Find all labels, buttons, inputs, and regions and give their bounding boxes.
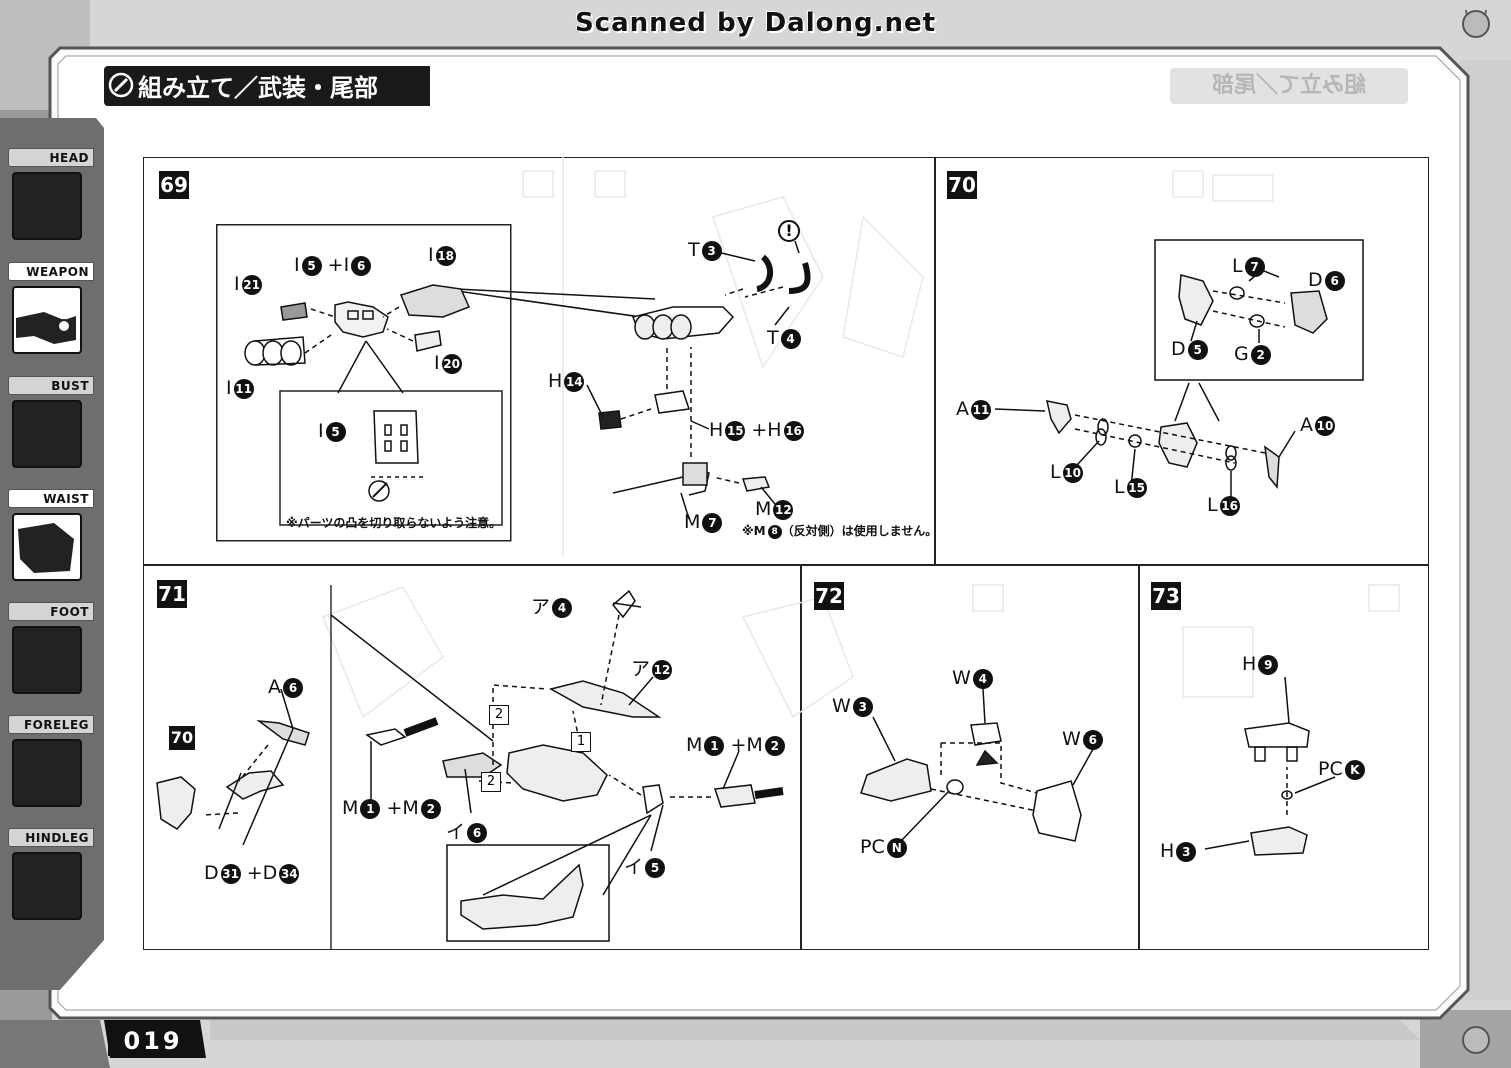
step-number-73: 73	[1151, 582, 1181, 610]
bleed-through-ghosts	[322, 157, 1400, 719]
ghost-title: 組み立て／尾部	[1170, 68, 1408, 104]
sidebar-tab-label: BUST	[8, 376, 94, 395]
sidebar-tab-label: WAIST	[8, 489, 94, 508]
hindleg-thumbnail-icon	[12, 852, 82, 920]
scan-watermark: Scanned by Dalong.net	[574, 8, 937, 38]
inset-caution-note: ※パーツの凸を切り取らないよう注意。	[286, 516, 502, 530]
step69-drawing	[244, 220, 811, 520]
page-title-bar	[104, 66, 430, 106]
waist-thumbnail-icon	[12, 513, 82, 581]
bust-thumbnail-icon	[12, 400, 82, 468]
caution-mark-icon: !	[785, 221, 793, 240]
panel-divider	[934, 157, 936, 565]
head-thumbnail-icon	[12, 172, 82, 240]
step-reference-badge: 70	[169, 726, 195, 750]
step-number-70: 70	[947, 171, 977, 199]
step70-drawing	[994, 239, 1364, 499]
step-number-71: 71	[157, 580, 187, 608]
page-number: 019	[108, 1026, 198, 1056]
weapon-thumbnail-icon	[12, 286, 82, 354]
panel-divider	[1138, 564, 1140, 950]
step-number-72: 72	[814, 582, 844, 610]
step72-drawing	[860, 688, 1094, 842]
order-mark: 2	[489, 705, 509, 725]
order-mark: 2	[481, 772, 501, 792]
order-mark: 1	[571, 732, 591, 752]
sidebar-tab-label: FORELEG	[8, 715, 94, 734]
step-number-69: 69	[159, 171, 189, 199]
step71-drawing	[156, 585, 784, 950]
foot-thumbnail-icon	[12, 626, 82, 694]
page-title: 組み立て／武装・尾部	[138, 74, 378, 102]
wrench-gear-icon	[108, 72, 134, 98]
panel-divider	[143, 564, 1429, 566]
sidebar-tab-label: HINDLEG	[8, 828, 94, 847]
sidebar-tab-label: FOOT	[8, 602, 94, 621]
foreleg-thumbnail-icon	[12, 739, 82, 807]
step73-drawing	[1204, 676, 1336, 856]
sidebar-tab-label: HEAD	[8, 148, 94, 167]
sidebar-tab-label: WEAPON	[8, 262, 94, 281]
step69-inset-box	[216, 224, 512, 542]
panel-divider	[800, 564, 802, 950]
